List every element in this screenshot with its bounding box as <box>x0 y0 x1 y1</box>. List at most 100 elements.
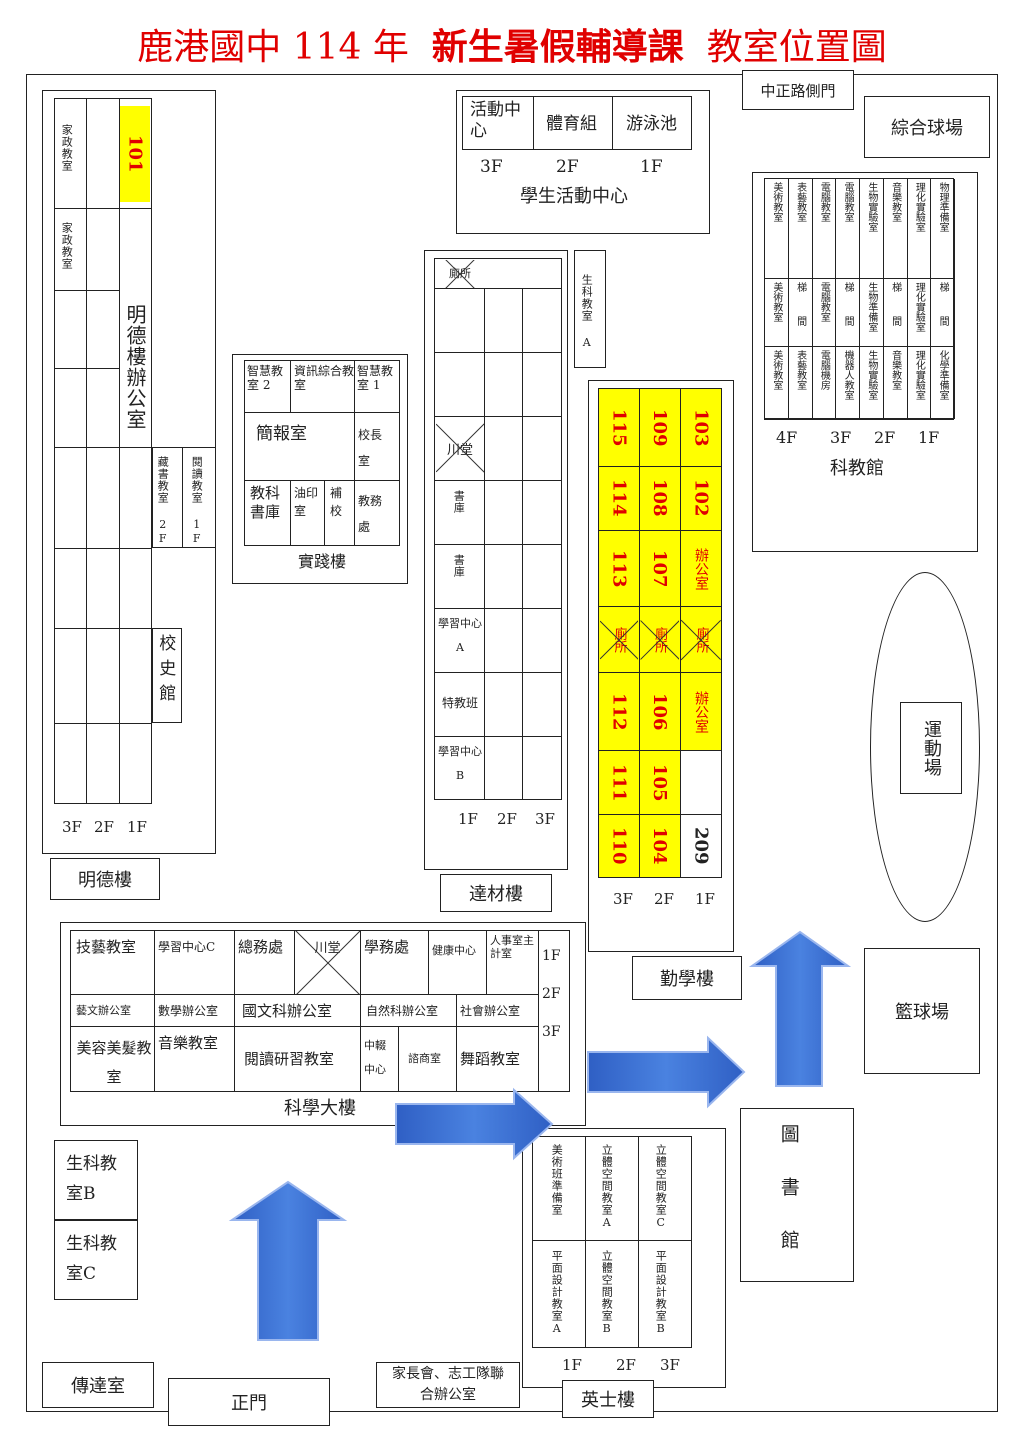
kejiao-cell: 理化實驗室 <box>907 347 932 419</box>
parents-office-text: 家長會、志工隊聯合辦公室 <box>392 1366 504 1403</box>
library <box>740 1108 854 1282</box>
title-school: 鹿港國中 114 年 <box>137 27 409 68</box>
kejiao-cell: 物理準備室 <box>931 179 955 279</box>
room-108: 108 <box>649 479 670 517</box>
bio-room-a <box>574 250 606 368</box>
reception-room: 傳達室 <box>42 1362 154 1408</box>
social-office: 社會辦公室 <box>460 1004 521 1018</box>
kejiao-cell: 電腦教室 <box>812 179 837 279</box>
briefing-room: 簡報室 <box>256 424 307 444</box>
kejiao-cell: 美術教室 <box>765 279 789 347</box>
kj-2f: 2F <box>874 428 896 447</box>
science-2f: 2F <box>542 986 561 1002</box>
room-109: 109 <box>649 409 670 447</box>
kejiao-cell: 生物實驗室 <box>860 347 884 419</box>
title-course: 新生暑假輔導課 <box>431 26 684 68</box>
kejiao-label: 科教館 <box>830 458 884 479</box>
activity-3f: 3F <box>480 157 503 177</box>
parents-office: 家長會、志工隊聯合辦公室 <box>376 1362 520 1408</box>
qinxue-floor-2f: 2F <box>654 890 674 908</box>
dacai-floor-3f: 3F <box>535 810 555 828</box>
kejiao-cell: 機器人教室 <box>836 347 860 419</box>
reading-room-1f: 閱讀教室 1F <box>190 456 204 546</box>
mingde-label: 明德樓 <box>50 858 160 900</box>
art-prep-room: 美術班準備室 <box>550 1144 564 1216</box>
activity-hall: 活動中心 <box>470 100 521 142</box>
activity-center-label: 學生活動中心 <box>520 186 628 207</box>
kejiao-cell: 表藝教室 <box>788 179 813 279</box>
room-113: 113 <box>608 549 630 588</box>
dacai-building <box>424 250 568 870</box>
qinxue-restroom-1: 廁所 <box>600 607 638 672</box>
arts-office: 藝文辦公室 <box>76 1004 131 1017</box>
campus-boundary <box>26 74 998 1412</box>
kejiao-cell: 美術教室 <box>765 179 789 279</box>
math-office: 數學辦公室 <box>158 1004 219 1018</box>
mingde-building <box>42 90 216 854</box>
dacai-hall: 川堂 <box>436 416 484 480</box>
sports-field-text: 運動場 <box>921 719 942 777</box>
sports-field <box>870 572 980 922</box>
qinxue-blank-room <box>681 751 721 814</box>
kj-3f: 3F <box>830 428 852 447</box>
mingde-grid <box>54 98 152 804</box>
chinese-office: 國文科辦公室 <box>242 1002 333 1020</box>
learning-center-c: 學習中心C <box>158 940 216 954</box>
graphic-room-a: 平面設計教室A <box>550 1250 564 1336</box>
health-center: 健康中心 <box>432 944 476 957</box>
kejiao-cell: 音樂教室 <box>883 347 908 419</box>
counseling-room: 諮商室 <box>408 1052 441 1065</box>
student-affairs: 學務處 <box>364 938 410 956</box>
science-1f: 1F <box>542 948 561 964</box>
activity-1f: 1F <box>640 157 663 177</box>
3d-room-b: 立體空間教室B <box>600 1250 614 1336</box>
room-115: 115 <box>608 409 630 447</box>
science-label: 科學大樓 <box>284 1098 356 1119</box>
yingshi-label: 英士樓 <box>562 1380 654 1418</box>
vocational-room: 技藝教室 <box>76 938 137 956</box>
dance-classroom: 舞蹈教室 <box>460 1050 521 1068</box>
yingshi-grid <box>532 1136 692 1348</box>
it-classroom: 資訊綜合教室 <box>294 364 355 393</box>
library-label: 圖書館 <box>777 1124 800 1283</box>
room-102: 102 <box>690 479 712 517</box>
room-101: 101 <box>120 106 150 202</box>
kejiao-cell: 電腦教室 <box>812 279 837 347</box>
dropout-center: 中輟中心 <box>364 1039 386 1077</box>
qinxue-restroom-2: 廁所 <box>640 607 679 672</box>
qinxue-restroom-3: 廁所 <box>681 607 721 672</box>
qinxue-office-1: 辦公室 <box>693 547 709 590</box>
yingshi-1f: 1F <box>562 1356 582 1374</box>
history-hall: 校史館 <box>155 634 176 709</box>
title-map: 教室位置圖 <box>706 27 887 68</box>
kejiao-cell: 梯間 <box>836 279 860 347</box>
textbook-storage: 教科書庫 <box>250 484 281 521</box>
kejiao-cell: 梯間 <box>788 279 813 347</box>
learning-center-b: 學習中心B <box>438 745 482 783</box>
qinxue-label: 勤學樓 <box>632 956 742 1000</box>
room-106: 106 <box>649 692 670 731</box>
activity-2f: 2F <box>556 157 579 177</box>
yingshi-2f: 2F <box>616 1356 636 1374</box>
history-hall-box <box>152 628 182 723</box>
kejiao-cell: 美術教室 <box>765 347 789 419</box>
kejiao-cell: 電腦機房 <box>812 347 837 419</box>
mingde-home-ec-1: 家政教室 <box>60 124 74 172</box>
kejiao-grid: 美術教室表藝教室電腦教室電腦教室生物實驗室音樂教室理化實驗室物理準備室美術教室梯… <box>764 178 955 420</box>
room-112: 112 <box>608 692 630 731</box>
bio-room-b-label: 生科教室B <box>66 1154 117 1204</box>
kejiao-cell: 理化實驗室 <box>907 179 932 279</box>
activity-center <box>456 90 710 234</box>
book-room-2f: 藏書教室 2F <box>156 456 170 546</box>
science-office: 自然科辦公室 <box>366 1004 439 1018</box>
yingshi-3f: 3F <box>660 1356 680 1374</box>
kj-4f: 4F <box>776 428 798 447</box>
page-title: 鹿港國中 114 年 新生暑假輔導課 教室位置圖 <box>0 18 1024 70</box>
shijian-label: 實踐樓 <box>298 552 347 571</box>
sports-field-label: 運動場 <box>900 702 962 794</box>
mingde-floor-2f: 2F <box>94 818 114 836</box>
basketball-court: 籃球場 <box>864 948 980 1074</box>
bio-room-c <box>54 1220 138 1300</box>
mingde-annex <box>152 447 216 548</box>
swimming-pool: 游泳池 <box>626 114 677 134</box>
